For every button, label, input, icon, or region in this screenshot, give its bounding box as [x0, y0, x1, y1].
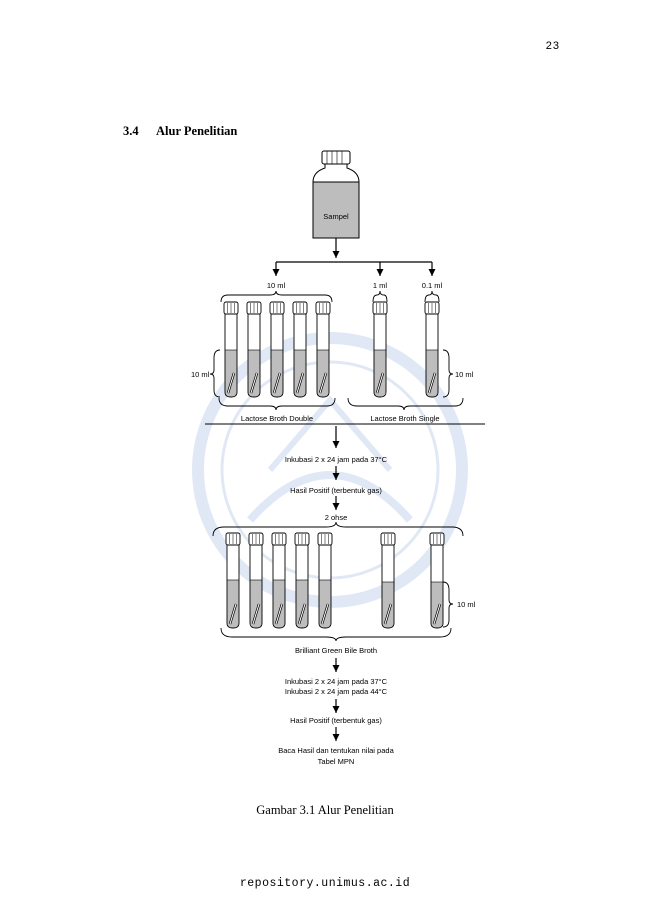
branch-label-1ml: 1 ml [373, 281, 388, 290]
left-volume-brace [209, 349, 221, 398]
group-braces [218, 397, 464, 411]
test-tube [317, 532, 333, 629]
step-positive-1: Hasil Positif (terbentuk gas) [290, 486, 382, 495]
step-positive-2: Hasil Positif (terbentuk gas) [290, 716, 382, 725]
test-tube [315, 301, 331, 398]
bottle-label: Sampel [323, 212, 349, 221]
test-tube [429, 532, 445, 629]
page-number: 23 [545, 40, 560, 52]
figure-caption: Gambar 3.1 Alur Penelitian [256, 803, 394, 817]
step-incubation-2b: Inkubasi 2 x 24 jam pada 44°C [285, 687, 388, 696]
sample-bottle [312, 150, 360, 239]
test-tube [424, 301, 440, 398]
footer-url: repository.unimus.ac.id [239, 877, 411, 890]
branch-label-10ml: 10 ml [267, 281, 286, 290]
step-read-1: Baca Hasil dan tentukan nilai pada [278, 746, 394, 755]
right-volume-brace-1 [442, 349, 454, 398]
test-tube [292, 301, 308, 398]
section-heading: 3.4 Alur Penelitian [123, 124, 237, 139]
bgbb-tubes [225, 532, 445, 629]
step-transfer: 2 ohse [325, 513, 348, 522]
test-tube [294, 532, 310, 629]
right-volume-label-1: 10 ml [455, 370, 474, 379]
test-tube [380, 532, 396, 629]
test-tube [248, 532, 264, 629]
step-medium-2: Brilliant Green Bile Broth [295, 646, 377, 655]
right-volume-label-2: 10 ml [457, 600, 476, 609]
distribution-arrows [272, 238, 436, 276]
section-title: Alur Penelitian [156, 124, 238, 138]
test-tube [225, 532, 241, 629]
step-read-2: Tabel MPN [318, 757, 355, 766]
top-braces [220, 290, 440, 303]
transfer-brace [212, 521, 464, 537]
test-tube [223, 301, 239, 398]
step-incubation-2a: Inkubasi 2 x 24 jam pada 37°C [285, 677, 388, 686]
lactose-broth-tubes [223, 301, 440, 398]
test-tube [269, 301, 285, 398]
test-tube [246, 301, 262, 398]
test-tube [372, 301, 388, 398]
group-label-single: Lactose Broth Single [370, 414, 439, 423]
left-volume-label: 10 ml [191, 370, 210, 379]
step-incubation-1: Inkubasi 2 x 24 jam pada 37°C [285, 455, 388, 464]
section-number: 3.4 [123, 124, 139, 138]
test-tube [271, 532, 287, 629]
bottom-group-brace [220, 627, 452, 642]
group-label-double: Lactose Broth Double [241, 414, 313, 423]
branch-label-0-1ml: 0.1 ml [422, 281, 443, 290]
right-volume-brace-2 [442, 581, 454, 628]
